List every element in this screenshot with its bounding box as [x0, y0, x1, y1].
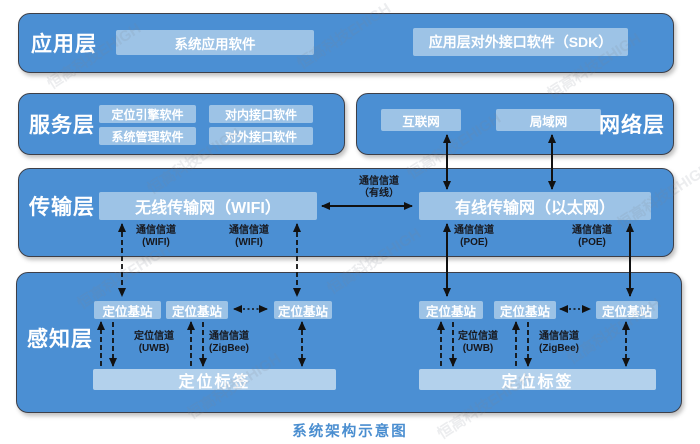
system-application-software-box: 系统应用软件	[116, 30, 314, 55]
sdk-interface-software-box: 应用层对外接口软件（SDK）	[413, 28, 628, 56]
wired-network-box: 有线传输网（以太网）	[419, 192, 651, 220]
channel-label-uwb-right: 定位信道 (UWB)	[448, 331, 508, 354]
channel-label-zigbee-right: 通信信道 (ZigBee)	[528, 331, 590, 354]
wireless-network-box: 无线传输网（WIFI）	[99, 192, 317, 220]
network-layer-band: 互联网 局域网 网络层	[356, 93, 674, 155]
station-box-right-1: 定位基站	[419, 301, 483, 319]
channel-label-zigbee-right-line2: (ZigBee)	[539, 342, 579, 354]
channel-label-uwb-right-line2: (UWB)	[462, 342, 494, 354]
channel-label-zigbee-right-line1: 通信信道	[539, 331, 579, 342]
perception-layer-label: 感知层	[27, 328, 93, 351]
station-box-left-2: 定位基站	[166, 301, 228, 319]
channel-label-uwb-left-line1: 定位信道	[134, 331, 174, 342]
lan-box: 局域网	[496, 109, 601, 131]
positioning-engine-software-box: 定位引擎软件	[99, 105, 196, 123]
application-layer-band: 应用层 系统应用软件 应用层对外接口软件（SDK）	[18, 13, 674, 73]
channel-label-zigbee-left-line2: (ZigBee)	[209, 342, 249, 354]
channel-label-zigbee-left: 通信信道 (ZigBee)	[198, 331, 260, 354]
channel-label-wifi-1-line1: 通信信道	[136, 225, 176, 236]
channel-label-poe-1-line2: (POE)	[460, 236, 488, 248]
station-box-left-1: 定位基站	[94, 301, 161, 319]
channel-label-wifi-2-line2: (WIFI)	[235, 236, 263, 248]
network-layer-label: 网络层	[599, 114, 665, 137]
channel-label-poe-1: 通信信道 (POE)	[444, 225, 504, 248]
channel-label-uwb-right-line1: 定位信道	[458, 331, 498, 342]
channel-label-poe-2: 通信信道 (POE)	[562, 225, 622, 248]
transport-layer-label: 传输层	[29, 196, 95, 219]
channel-label-wifi-2: 通信信道 (WIFI)	[219, 225, 279, 248]
diagram-caption: 系统架构示意图	[292, 424, 408, 440]
channel-label-wired: 通信信道 （有线）	[339, 176, 419, 199]
station-box-right-2: 定位基站	[494, 301, 556, 319]
tag-box-left: 定位标签	[93, 369, 336, 391]
tag-box-right: 定位标签	[419, 369, 656, 391]
channel-label-uwb-left: 定位信道 (UWB)	[124, 331, 184, 354]
internal-interface-software-box: 对内接口软件	[209, 105, 313, 123]
internet-box: 互联网	[381, 109, 461, 131]
channel-label-poe-2-line1: 通信信道	[572, 225, 612, 236]
station-box-right-3: 定位基站	[596, 301, 658, 319]
channel-label-poe-2-line2: (POE)	[578, 236, 606, 248]
service-layer-band: 服务层 定位引擎软件 系统管理软件 对内接口软件 对外接口软件	[18, 93, 345, 155]
system-management-software-box: 系统管理软件	[99, 127, 196, 145]
application-layer-label: 应用层	[31, 33, 97, 56]
perception-layer-band: 感知层 定位基站 定位基站 定位基站 定位信道 (UWB) 通信信道 (ZigB…	[16, 272, 682, 413]
channel-label-poe-1-line1: 通信信道	[454, 225, 494, 236]
service-layer-label: 服务层	[29, 114, 95, 137]
channel-label-wired-line1: 通信信道	[359, 176, 399, 187]
channel-label-wired-line2: （有线）	[359, 187, 399, 199]
channel-label-wifi-1-line2: (WIFI)	[142, 236, 170, 248]
transport-layer-band: 传输层 无线传输网（WIFI） 有线传输网（以太网） 通信信道 （有线） 通信信…	[18, 168, 674, 257]
external-interface-software-box: 对外接口软件	[209, 127, 313, 145]
station-box-left-3: 定位基站	[274, 301, 332, 319]
channel-label-wifi-1: 通信信道 (WIFI)	[126, 225, 186, 248]
channel-label-wifi-2-line1: 通信信道	[229, 225, 269, 236]
channel-label-uwb-left-line2: (UWB)	[138, 342, 170, 354]
channel-label-zigbee-left-line1: 通信信道	[209, 331, 249, 342]
